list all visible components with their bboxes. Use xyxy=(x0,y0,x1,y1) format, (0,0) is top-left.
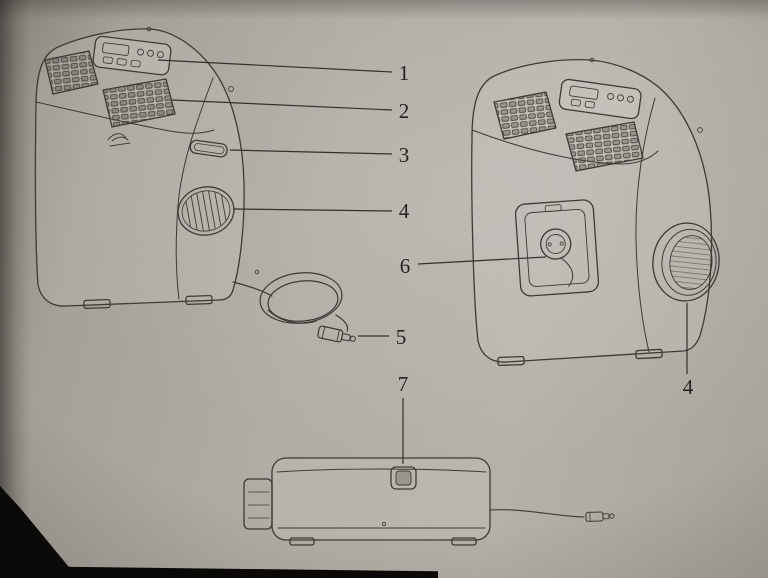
callout-number-6: 6 xyxy=(400,254,411,278)
side-adapter xyxy=(244,479,272,529)
unit-rear-right-view xyxy=(472,58,723,365)
top-grille-right xyxy=(103,79,175,127)
screw-dot xyxy=(698,128,703,133)
top-grille-left xyxy=(45,51,98,94)
panel-button xyxy=(585,101,595,108)
small-dot xyxy=(382,522,385,525)
small-dot xyxy=(255,270,259,274)
socket-connector xyxy=(540,228,572,260)
callouts: 1 2 3 4 5 6 7 4 xyxy=(157,59,694,464)
callout-number-3: 3 xyxy=(399,143,410,167)
power-cord-coil-and-plug xyxy=(233,269,357,345)
side-vent-grille xyxy=(174,183,237,240)
cigarette-lighter-plug xyxy=(317,326,356,346)
cord-tail xyxy=(233,282,272,296)
panel-button xyxy=(607,93,614,100)
panel-button xyxy=(627,96,634,103)
cord-coil xyxy=(258,269,345,327)
cord-segment xyxy=(336,315,348,331)
panel-button xyxy=(117,58,127,65)
panel-button xyxy=(147,50,154,57)
unit-foot xyxy=(84,300,110,309)
top-grille-left xyxy=(494,92,556,139)
callout-number-7: 7 xyxy=(398,372,409,396)
unit-foot xyxy=(290,538,314,545)
panel-button xyxy=(103,57,113,64)
unit-foot xyxy=(636,349,662,358)
panel-button xyxy=(571,99,581,106)
front-side-crease xyxy=(176,78,213,299)
carry-handle-slot xyxy=(189,140,227,158)
control-panel xyxy=(92,36,171,76)
callout-number-4b: 4 xyxy=(683,375,694,399)
callout-number-1: 1 xyxy=(399,61,410,85)
screw-dot xyxy=(147,27,151,31)
unit-body-outline xyxy=(472,60,712,362)
socket-cable xyxy=(561,257,574,287)
callout-number-5: 5 xyxy=(396,325,407,349)
top-face-edge xyxy=(36,102,214,133)
power-socket-recess xyxy=(515,199,599,296)
callout-number-4: 4 xyxy=(399,199,410,223)
screw-dot xyxy=(229,87,234,92)
drain-plug xyxy=(391,467,416,489)
leader-line-3 xyxy=(229,149,393,155)
exhaust-duct-port xyxy=(649,220,723,304)
unit-foot xyxy=(452,538,476,545)
top-grille-right xyxy=(566,122,643,171)
cigarette-lighter-plug xyxy=(586,512,614,522)
cord-coil xyxy=(266,277,340,324)
unit-foot xyxy=(498,357,524,366)
display-window xyxy=(102,43,129,56)
trailing-cord xyxy=(490,510,584,517)
panel-button xyxy=(157,51,164,58)
leader-line-4 xyxy=(232,208,393,212)
front-side-crease xyxy=(636,98,655,352)
control-panel xyxy=(558,79,641,120)
display-window xyxy=(569,86,598,100)
leader-line-6 xyxy=(417,256,547,265)
panel-button xyxy=(617,94,624,101)
panel-button xyxy=(137,49,144,56)
unit-foot xyxy=(186,296,212,305)
leader-line-2 xyxy=(171,99,393,111)
brand-logo-icon xyxy=(108,134,130,146)
socket-tab xyxy=(545,205,561,212)
screw-dot xyxy=(590,58,594,62)
panel-button xyxy=(131,60,141,67)
unit-body-outline xyxy=(35,29,244,306)
unit-front-left-view xyxy=(35,27,258,308)
unit-bottom-view xyxy=(244,458,614,545)
body-top-seam xyxy=(277,469,486,472)
leader-line-1 xyxy=(157,59,393,73)
callout-number-2: 2 xyxy=(399,99,410,123)
cord-segment xyxy=(268,310,316,323)
